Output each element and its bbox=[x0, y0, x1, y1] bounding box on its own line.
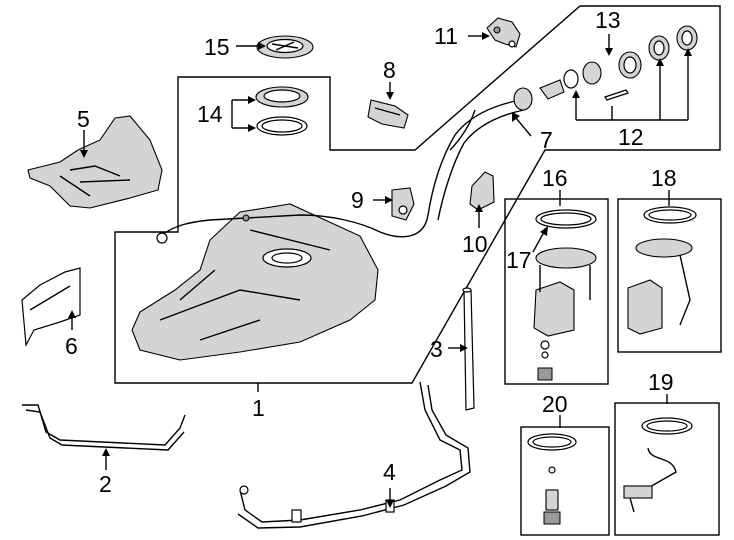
part-16-pump-assembly bbox=[533, 209, 597, 381]
part-10-shield bbox=[469, 171, 495, 211]
callout-10: 10 bbox=[462, 231, 488, 257]
part-1-fuel-tank bbox=[131, 203, 381, 361]
callout-19: 19 bbox=[648, 369, 674, 395]
callout-18: 18 bbox=[651, 165, 677, 191]
part-2-strap bbox=[22, 404, 186, 451]
callout-11: 11 bbox=[434, 23, 458, 49]
callout-7: 7 bbox=[540, 127, 553, 153]
callout-13: 13 bbox=[595, 7, 621, 33]
box-20-outline bbox=[520, 426, 610, 536]
callout-9: 9 bbox=[351, 187, 364, 213]
part-8-clamp bbox=[367, 99, 409, 129]
callout-8: 8 bbox=[383, 57, 396, 83]
part-5-insulator bbox=[27, 115, 163, 209]
tank-group-outline bbox=[114, 5, 721, 384]
callout-14: 14 bbox=[197, 101, 223, 127]
callout-3: 3 bbox=[430, 336, 443, 362]
part-6-bracket bbox=[21, 267, 81, 348]
leader-lines bbox=[68, 32, 692, 508]
callout-17: 17 bbox=[506, 247, 532, 273]
callout-15: 15 bbox=[204, 34, 230, 60]
part-15-lock-ring bbox=[256, 35, 314, 59]
part-13-neck-parts bbox=[563, 25, 698, 101]
callout-5: 5 bbox=[77, 106, 90, 132]
part-19-sender bbox=[623, 417, 693, 513]
part-14-ring-and-gasket bbox=[255, 86, 309, 136]
callout-6: 6 bbox=[65, 333, 78, 359]
part-3-rod bbox=[462, 287, 475, 411]
callout-4: 4 bbox=[383, 459, 396, 485]
callout-20: 20 bbox=[542, 391, 568, 417]
callout-2: 2 bbox=[99, 471, 112, 497]
part-18-pump bbox=[627, 206, 697, 335]
part-11-bracket bbox=[486, 17, 521, 48]
part-9-valve bbox=[391, 187, 415, 221]
callout-16: 16 bbox=[542, 165, 568, 191]
part-4-vapor-line bbox=[237, 381, 471, 529]
callout-12: 12 bbox=[618, 124, 644, 150]
callout-1: 1 bbox=[252, 395, 265, 421]
box-16-outline bbox=[504, 198, 609, 385]
part-20-gasket-kit bbox=[527, 433, 577, 525]
part-7-filler-pipe bbox=[379, 79, 565, 238]
